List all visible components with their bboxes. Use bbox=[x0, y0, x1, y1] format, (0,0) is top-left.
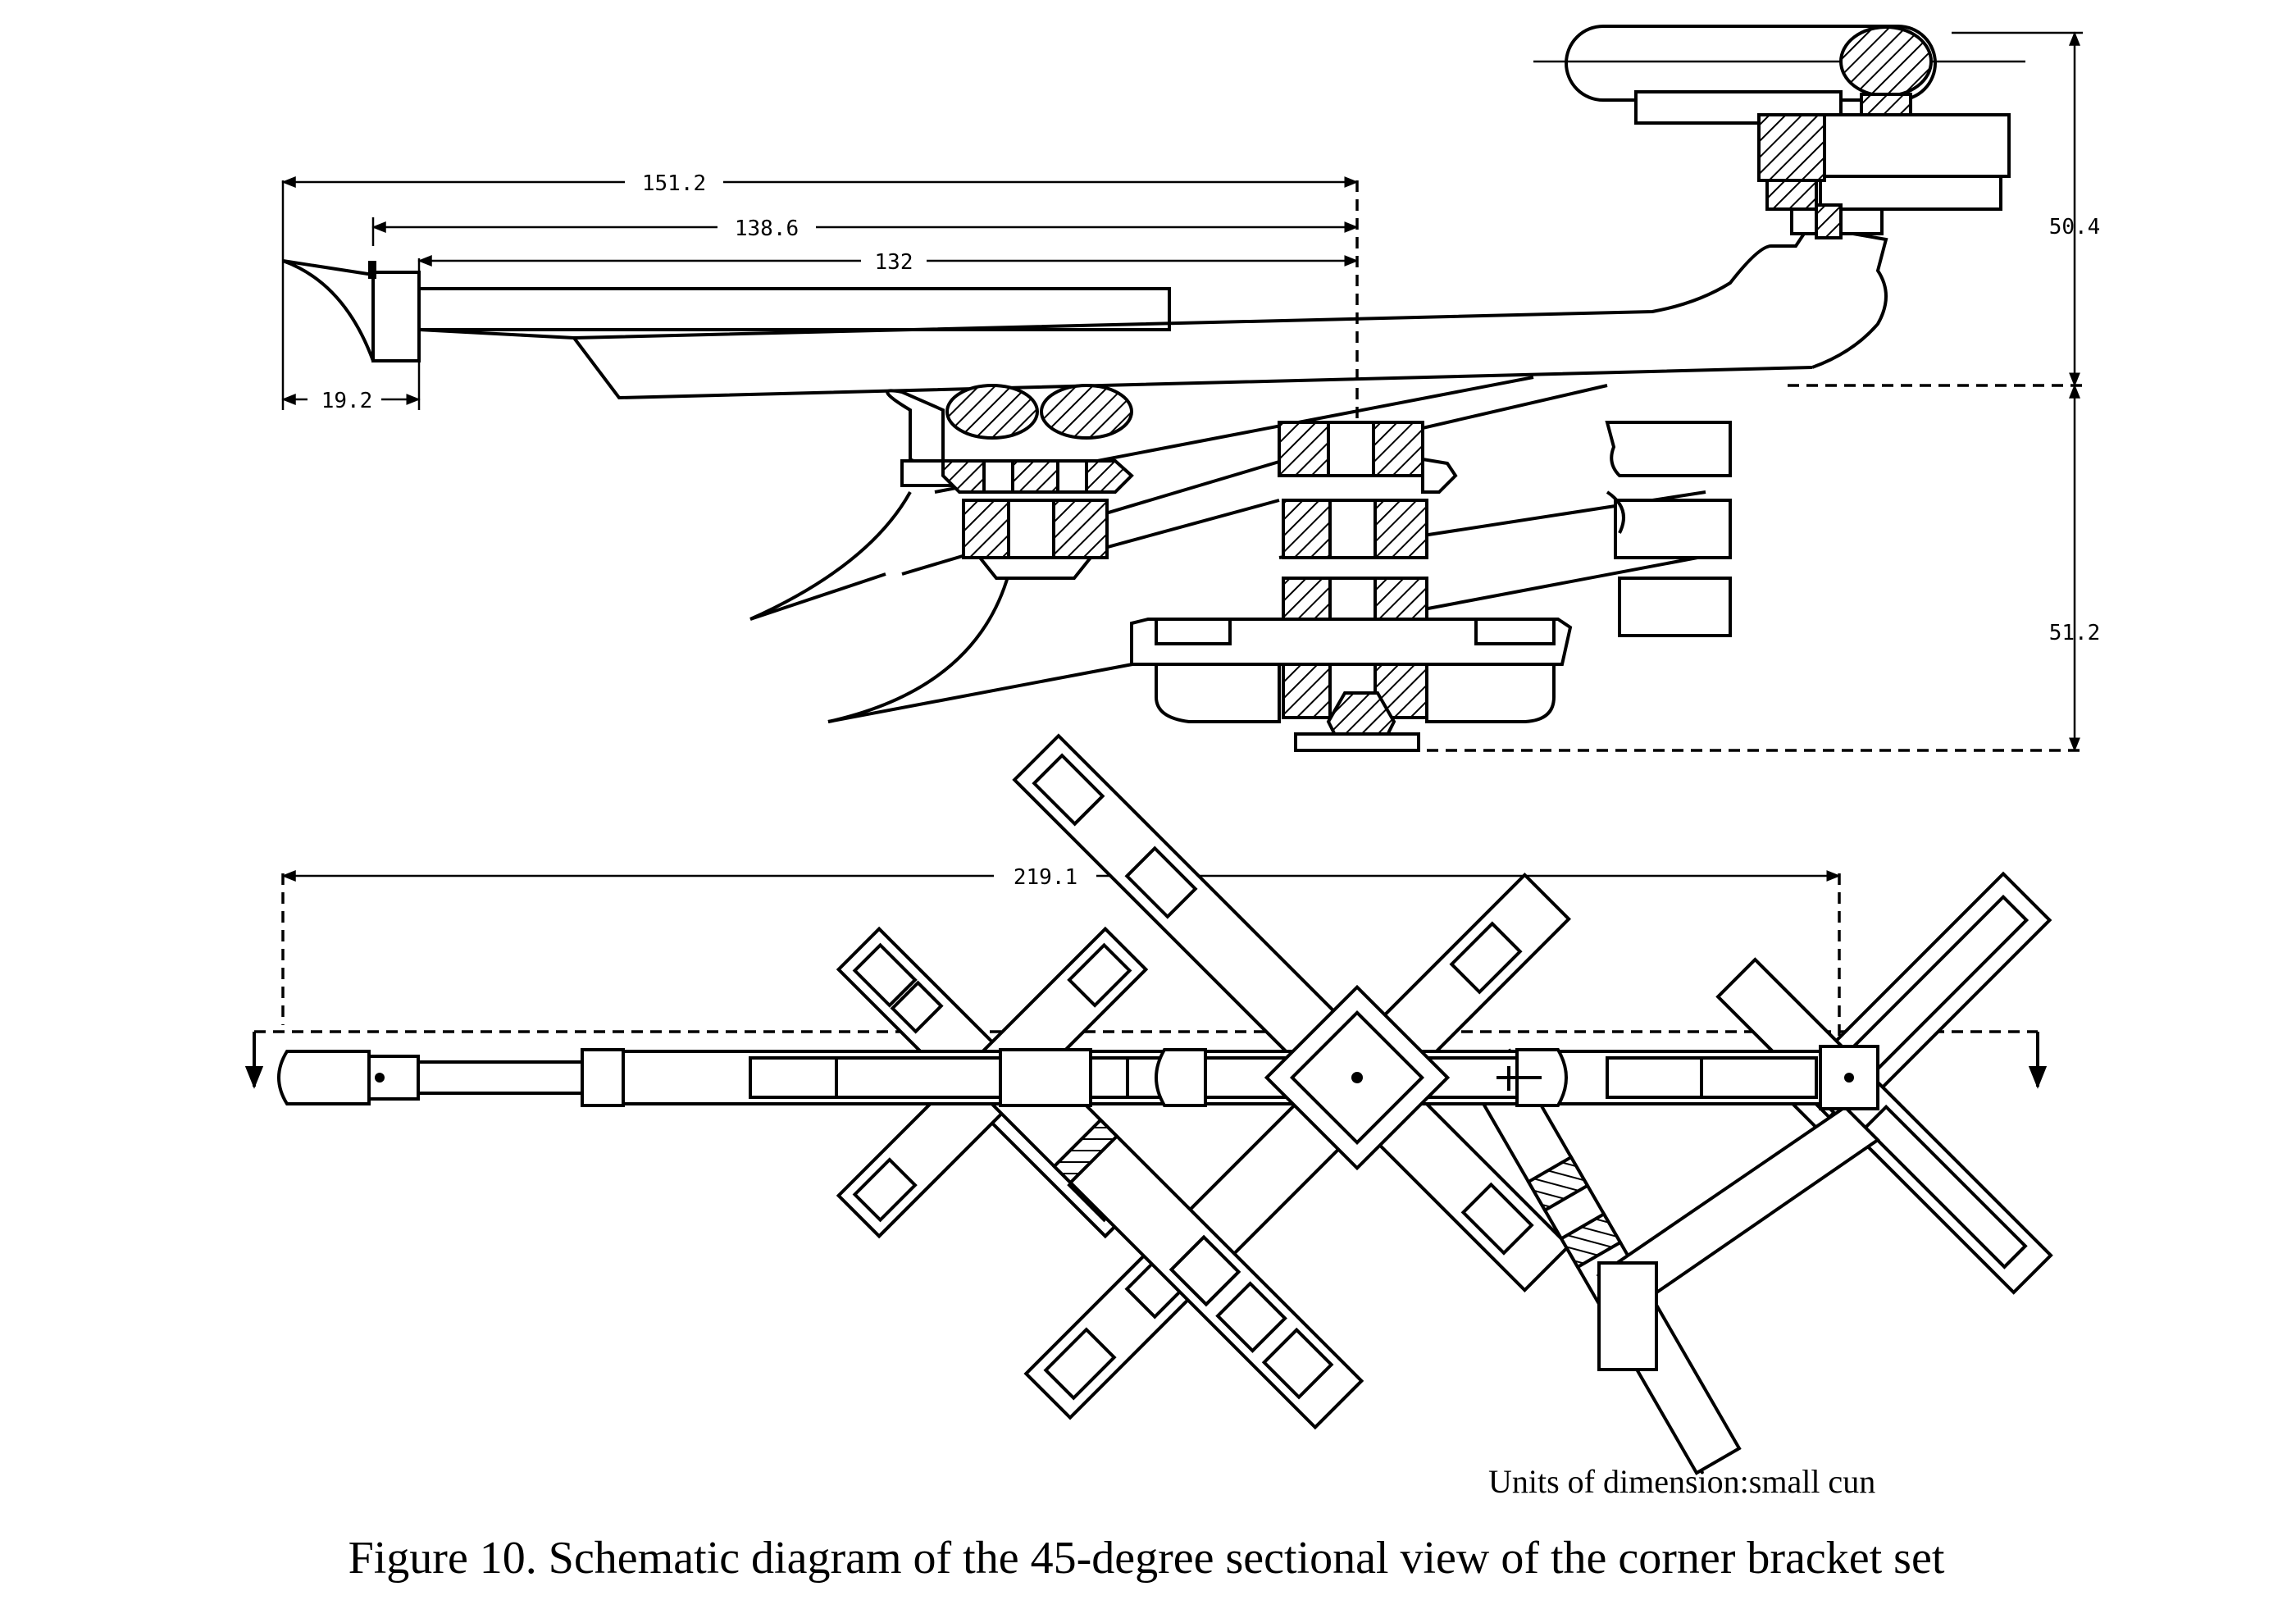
lower-saddle bbox=[1130, 618, 1573, 723]
dim-138-6: 138.6 bbox=[735, 217, 799, 241]
sectional-view bbox=[281, 25, 2083, 752]
dim-132: 132 bbox=[875, 250, 913, 275]
units-note: Units of dimension:small cun bbox=[1488, 1463, 1875, 1500]
dimension-lines-top bbox=[281, 31, 2083, 752]
dim-19-2: 19.2 bbox=[321, 389, 373, 413]
plan-view: 219.1 bbox=[244, 733, 2053, 1475]
dim-51-2: 51.2 bbox=[2049, 621, 2101, 645]
dimension-line-bottom: 219.1 bbox=[281, 861, 1841, 1042]
central-bolt-stack bbox=[1278, 421, 1458, 752]
figure-caption: Figure 10. Schematic diagram of the 45-d… bbox=[348, 1533, 1945, 1584]
dim-219-1: 219.1 bbox=[1014, 865, 1077, 890]
main-arm bbox=[282, 232, 1888, 400]
dim-151-2: 151.2 bbox=[642, 171, 706, 196]
dim-50-4: 50.4 bbox=[2049, 215, 2101, 239]
top-bracket bbox=[1533, 25, 2025, 239]
section-cut-line bbox=[244, 1030, 2048, 1089]
dimension-labels: 151.2 138.6 132 19.2 50.4 51.2 bbox=[308, 168, 2101, 645]
right-small-block bbox=[1819, 1045, 1879, 1110]
left-bolt-group bbox=[900, 384, 1134, 580]
right-blocks bbox=[1605, 421, 1732, 637]
central-cap-block bbox=[1264, 984, 1451, 1171]
